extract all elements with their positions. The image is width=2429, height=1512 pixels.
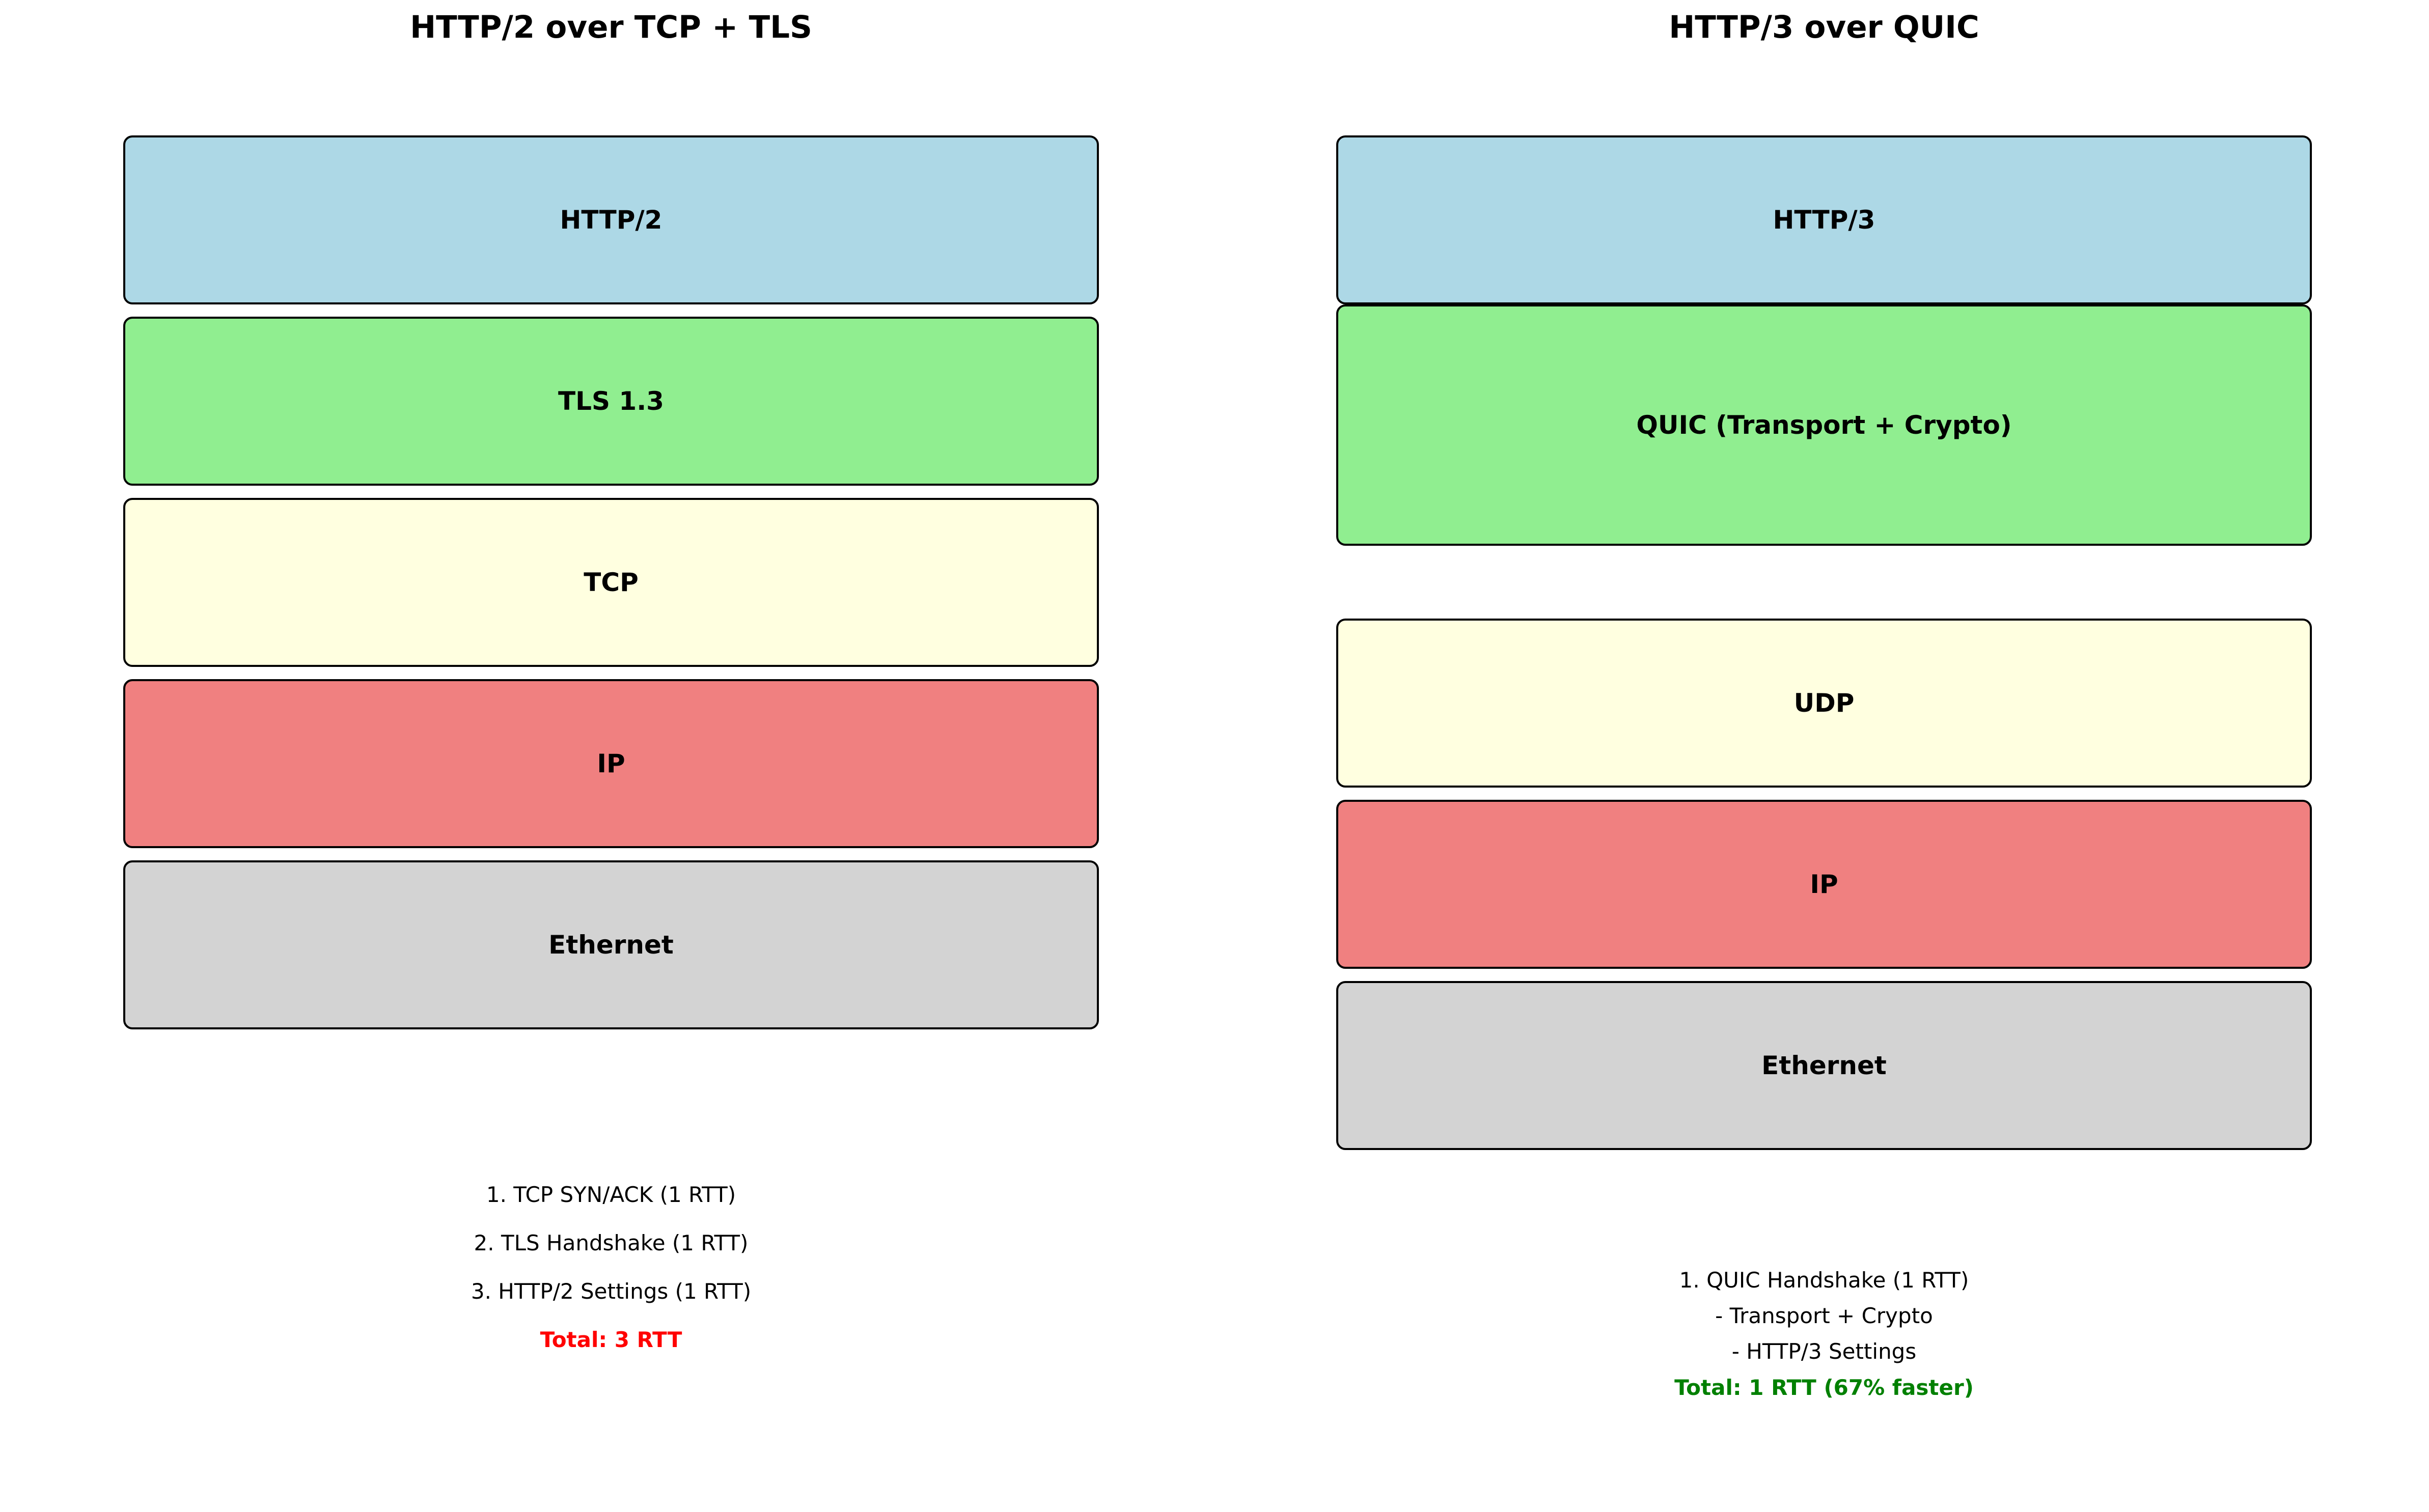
right-layer-ethernet: Ethernet [1336,981,2312,1150]
right-layer-udp-label: UDP [1793,688,1855,718]
right-layer-http3: HTTP/3 [1336,135,2312,304]
left-layer-tls-label: TLS 1.3 [558,386,664,416]
left-total: Total: 3 RTT [540,1327,682,1352]
right-step-1: 1. QUIC Handshake (1 RTT) [1679,1268,1969,1293]
left-step-3: 3. HTTP/2 Settings (1 RTT) [471,1279,752,1304]
left-step-2: 2. TLS Handshake (1 RTT) [474,1230,749,1255]
left-layer-ethernet-label: Ethernet [548,930,674,960]
left-layer-ethernet: Ethernet [123,860,1099,1029]
http3-stack-title: HTTP/3 over QUIC [1669,9,1979,45]
right-step-3: - HTTP/3 Settings [1731,1339,1917,1364]
left-layer-tcp-label: TCP [584,568,639,597]
left-layer-http2-label: HTTP/2 [560,205,663,235]
right-layer-udp: UDP [1336,619,2312,788]
right-layer-quic-label: QUIC (Transport + Crypto) [1636,410,2012,440]
left-layer-ip: IP [123,679,1099,848]
http2-stack-title: HTTP/2 over TCP + TLS [410,9,812,45]
right-step-2: - Transport + Crypto [1715,1303,1933,1328]
left-layer-http2: HTTP/2 [123,135,1099,304]
right-layer-ip: IP [1336,800,2312,969]
right-layer-http3-label: HTTP/3 [1773,205,1875,235]
left-layer-tcp: TCP [123,498,1099,667]
left-step-1: 1. TCP SYN/ACK (1 RTT) [486,1182,736,1207]
right-layer-quic: QUIC (Transport + Crypto) [1336,304,2312,546]
right-layer-ethernet-label: Ethernet [1761,1051,1887,1080]
left-layer-tls: TLS 1.3 [123,317,1099,486]
right-layer-ip-label: IP [1810,870,1838,899]
left-layer-ip-label: IP [597,749,625,778]
right-total: Total: 1 RTT (67% faster) [1674,1375,1974,1400]
